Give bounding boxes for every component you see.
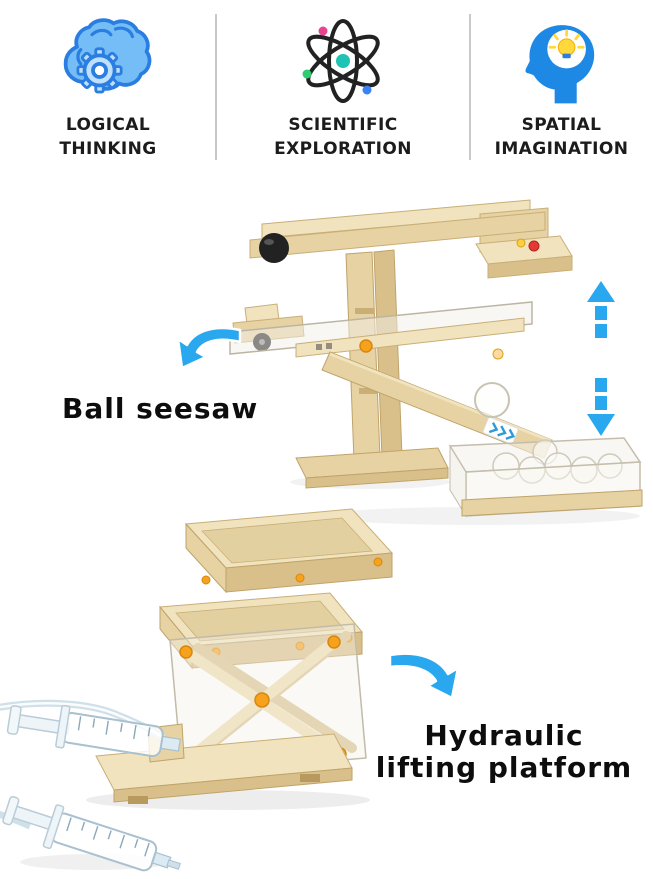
curved-arrow-right-icon <box>388 652 460 700</box>
feature-label-line2: THINKING <box>59 138 157 159</box>
hydraulic-label-line2: lifting platform <box>375 750 633 784</box>
feature-header: LOGICAL THINKING SCIENTIFIC EXPLORATION <box>0 0 653 175</box>
ball-seesaw-photo <box>229 199 643 525</box>
feature-spatial-imagination: SPATIAL IMAGINATION <box>470 0 653 175</box>
feature-label-line1: SPATIAL <box>521 115 602 135</box>
feature-label: SPATIAL IMAGINATION <box>495 114 629 162</box>
up-arrow-icon <box>587 281 615 338</box>
feature-label-line2: EXPLORATION <box>274 138 412 159</box>
down-arrow-icon <box>587 378 615 436</box>
syringe-loose <box>2 795 181 872</box>
hydraulic-platform-label: Hydraulic lifting platform <box>366 720 642 784</box>
feature-logical-thinking: LOGICAL THINKING <box>0 0 216 175</box>
feature-label-line1: SCIENTIFIC <box>288 115 398 135</box>
feature-scientific-exploration: SCIENTIFIC EXPLORATION <box>216 0 470 175</box>
curved-arrow-left-icon <box>176 326 242 370</box>
chevron-sticker <box>482 416 519 445</box>
feature-label: LOGICAL THINKING <box>59 114 156 162</box>
ball-seesaw-label: Ball seesaw <box>62 392 259 425</box>
header-divider <box>215 14 217 160</box>
syringe-connected <box>6 704 181 758</box>
hydraulic-platform-photo <box>0 508 394 872</box>
brain-gear-icon <box>56 10 160 112</box>
head-lightbulb-icon <box>516 10 608 112</box>
feature-label: SCIENTIFIC EXPLORATION <box>274 114 412 162</box>
feature-label-line1: LOGICAL <box>65 115 151 135</box>
atom-icon <box>293 10 393 112</box>
hydraulic-label-line1: Hydraulic <box>424 719 584 752</box>
header-divider <box>469 14 471 160</box>
feature-label-line2: IMAGINATION <box>494 138 629 159</box>
